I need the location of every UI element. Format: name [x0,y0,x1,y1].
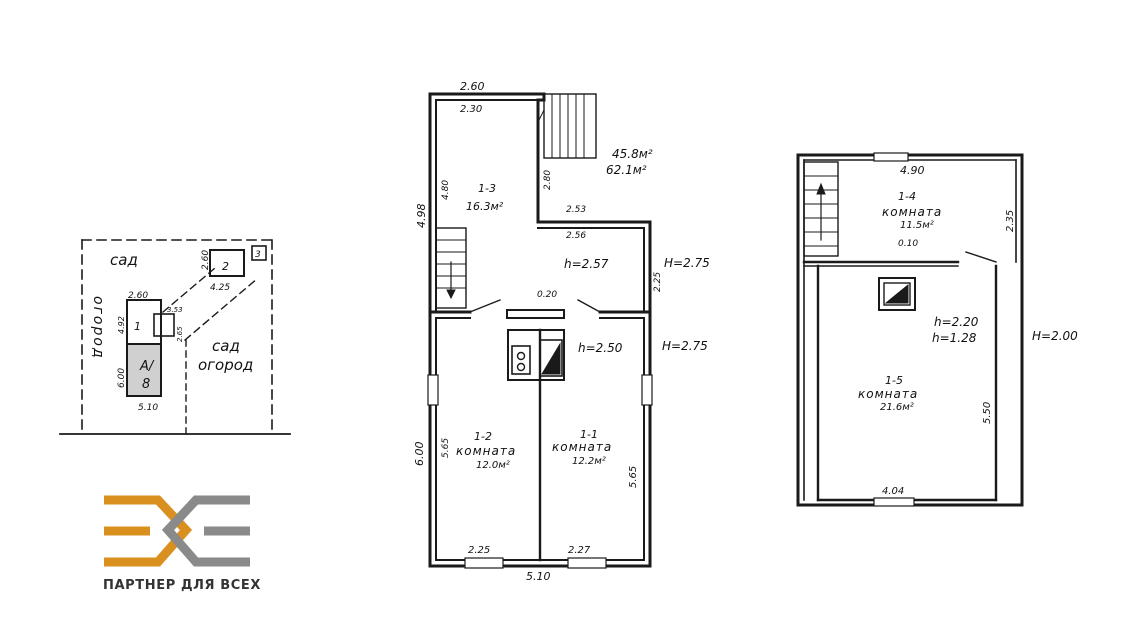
gf-top-stairs [543,93,597,159]
af-door [965,251,997,263]
gf-dim-565-right: 5.65 [628,466,639,488]
af-dim-490: 4.90 [900,164,925,177]
af-window-bottom [873,497,915,507]
site-dim-353: 3.53 [167,306,183,314]
house-section-1 [126,299,162,345]
house-annex [153,313,175,337]
site-dim-425: 4.25 [210,283,230,293]
gf-window-left [427,374,439,406]
site-label-garden-top: сад [110,251,138,269]
af-room-1-4-id: 1-4 [898,190,916,203]
gf-room-1-2-area: 12.0м² [476,460,510,471]
gf-room-1-2-name: комната [456,444,516,458]
site-dim-265: 2.65 [176,326,184,342]
gf-dim-498: 4.98 [415,204,428,229]
gf-area-total-1: 45.8м² [612,147,653,161]
gf-room-1-3-id: 1-3 [478,182,496,195]
af-room-1-4-name: комната [882,205,942,219]
house-section-a [126,343,162,397]
gf-wall-step [536,92,652,314]
af-height-outer-200: H=2.00 [1032,329,1078,343]
site-dim-600: 6.00 [117,368,127,388]
gf-height-outer-275-a: H=2.75 [664,256,710,270]
gf-dim-225-side: 2.25 [653,272,663,292]
site-dim-492: 4.92 [117,316,126,334]
site-section-1: 1 [134,320,141,333]
af-dim-235: 2.35 [1005,210,1016,232]
af-height-128: h=1.28 [932,331,977,345]
site-plan [59,239,291,435]
brand-logo [104,495,250,567]
gf-window-bottom-1 [464,557,504,569]
af-room-1-5-area: 21.6м² [880,402,914,413]
gf-dim-020: 0.20 [537,290,557,300]
gf-dim-565-left: 5.65 [441,438,451,458]
gf-dim-253: 2.53 [566,205,586,215]
gf-room-1-1-area: 12.2м² [572,456,606,467]
gf-stove [507,329,565,381]
gf-dim-510: 5.10 [526,570,551,583]
af-chimney [878,277,916,311]
gf-dim-480: 4.80 [441,180,451,200]
af-stairs [803,161,839,257]
gf-dim-256: 2.56 [566,231,586,241]
af-dim-404: 4.04 [882,486,904,497]
gf-area-total-2: 62.1м² [606,163,647,177]
gf-window-right [641,374,653,406]
gf-dim-225-bottom: 2.25 [468,545,490,556]
gf-partition-block [506,309,565,319]
outbuilding-3 [251,245,267,261]
af-room-1-5-id: 1-5 [885,374,903,387]
garden-divider-1 [162,267,216,313]
brand-tagline: ПАРТНЕР ДЛЯ ВСЕХ [103,578,262,593]
gf-dim-top-inner: 2.30 [460,104,482,115]
gf-room-1-2-id: 1-2 [474,430,492,443]
gf-dim-227: 2.27 [568,545,591,556]
attic-floor-plan [796,152,1024,507]
site-dim-260-side: 2.60 [201,250,211,270]
gf-dim-600: 6.00 [413,442,426,467]
site-dim-510: 5.10 [138,403,158,413]
site-house-label-a: А/ [139,359,155,374]
gf-height-250: h=2.50 [578,341,623,355]
site-label-garden-right-1: сад [212,337,240,355]
gf-room-1-1-name: комната [552,440,612,454]
af-room-1-4-area: 11.5м² [900,220,934,231]
outbuilding-2-number: 2 [222,260,229,273]
af-window-top [873,152,909,162]
site-dim-260-top: 2.60 [128,291,148,301]
gf-window-bottom-2 [567,557,607,569]
gf-room-1-1-id: 1-1 [580,428,598,441]
gf-side-stairs [435,227,467,309]
outbuilding-2 [209,249,245,277]
gf-dim-top-outer: 2.60 [460,80,485,93]
gf-height-257: h=2.57 [564,257,609,271]
logo-gray-bracket [161,495,250,567]
gf-door-1 [469,299,501,313]
gf-door-2 [577,299,601,313]
gf-height-outer-275-b: H=2.75 [662,339,708,353]
garden-divider-2 [184,277,259,341]
af-room-1-5-name: комната [858,387,918,401]
af-dim-550: 5.50 [982,402,993,424]
outbuilding-3-number: 3 [255,250,261,260]
site-house-label-b: 8 [142,377,150,392]
site-label-vegetable-left: огород [90,296,106,360]
gf-room-1-3-area: 16.3м² [466,200,504,213]
ground-floor-plan [427,92,653,569]
gf-dim-280: 2.80 [543,170,553,190]
site-label-garden-right-2: огород [198,356,253,374]
af-height-220: h=2.20 [934,315,979,329]
af-dim-010: 0.10 [898,239,918,249]
logo-orange-bracket [104,495,193,567]
